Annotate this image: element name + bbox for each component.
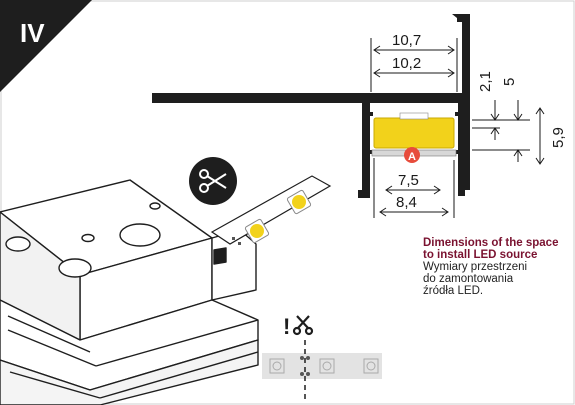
profile-top-cap <box>457 14 470 22</box>
cut-dot <box>300 356 304 360</box>
dimension-lines <box>370 38 545 218</box>
led-module <box>373 117 455 149</box>
scissors-warning-icon <box>292 315 314 336</box>
dim-height-a: 2,1 <box>477 71 494 92</box>
solder-pad <box>232 237 235 240</box>
notch <box>455 112 458 116</box>
scissors-badge <box>189 157 237 205</box>
scissors-icon <box>199 169 227 193</box>
solder-pad <box>238 242 241 245</box>
screw-hole <box>81 233 95 243</box>
groove-line <box>7 329 97 367</box>
cut-dot <box>306 372 310 376</box>
profile-left-wall <box>362 103 370 198</box>
groove-line <box>95 319 259 367</box>
led-chip <box>250 224 264 238</box>
warning-mark: ! <box>283 314 290 339</box>
mount-hole <box>5 236 31 252</box>
caption-en-line-2: to install LED source <box>423 249 538 261</box>
strip-pad <box>272 361 282 371</box>
caption-en-line-1: Dimensions of the space <box>423 237 559 249</box>
mount-hole <box>58 258 92 278</box>
dim-base-width: 8,4 <box>396 194 417 211</box>
dim-strip-width: 7,5 <box>398 172 419 189</box>
led-chip <box>292 195 306 209</box>
profile-right-wall <box>452 14 470 196</box>
marker-a-label: A <box>408 151 416 163</box>
led-strip <box>210 175 332 245</box>
dim-height-c: 5,9 <box>550 127 567 148</box>
corner-badge <box>0 0 92 92</box>
connector-clip <box>213 247 227 265</box>
notch <box>455 150 458 154</box>
badge-label: IV <box>20 18 45 48</box>
strip-segment <box>262 353 382 379</box>
profile-cross-section: A <box>152 14 470 198</box>
screw-hole <box>149 202 161 210</box>
profile-3d <box>0 179 259 405</box>
cut-dot <box>300 372 304 376</box>
strip-pad <box>269 358 285 374</box>
caption-pl-line-1: Wymiary przestrzeni <box>423 261 528 273</box>
led-lens <box>399 112 429 120</box>
groove-line <box>7 315 91 353</box>
profile-left-foot <box>358 190 370 198</box>
dim-width-outer: 10,7 <box>392 32 421 49</box>
notch <box>370 150 373 154</box>
caption: Dimensions of the space to install LED s… <box>423 237 573 297</box>
notch <box>370 112 373 116</box>
profile-base <box>0 339 259 405</box>
cut-point-detail: ! <box>262 314 382 400</box>
dim-width-inner: 10,2 <box>392 55 421 72</box>
marker-a <box>404 147 420 163</box>
strip-pad <box>322 361 332 371</box>
cut-dot <box>306 356 310 360</box>
strip-pad <box>319 358 335 374</box>
dim-height-b: 5 <box>501 78 518 86</box>
mount-hole <box>119 223 161 247</box>
groove-line <box>99 351 259 399</box>
caption-pl-line-2: do zamontowania <box>423 273 514 285</box>
caption-pl-line-3: źródła LED. <box>423 285 484 297</box>
groove-line <box>9 371 101 399</box>
profile-flange <box>152 93 462 103</box>
strip-pad <box>363 358 379 374</box>
strip-pad <box>366 361 376 371</box>
